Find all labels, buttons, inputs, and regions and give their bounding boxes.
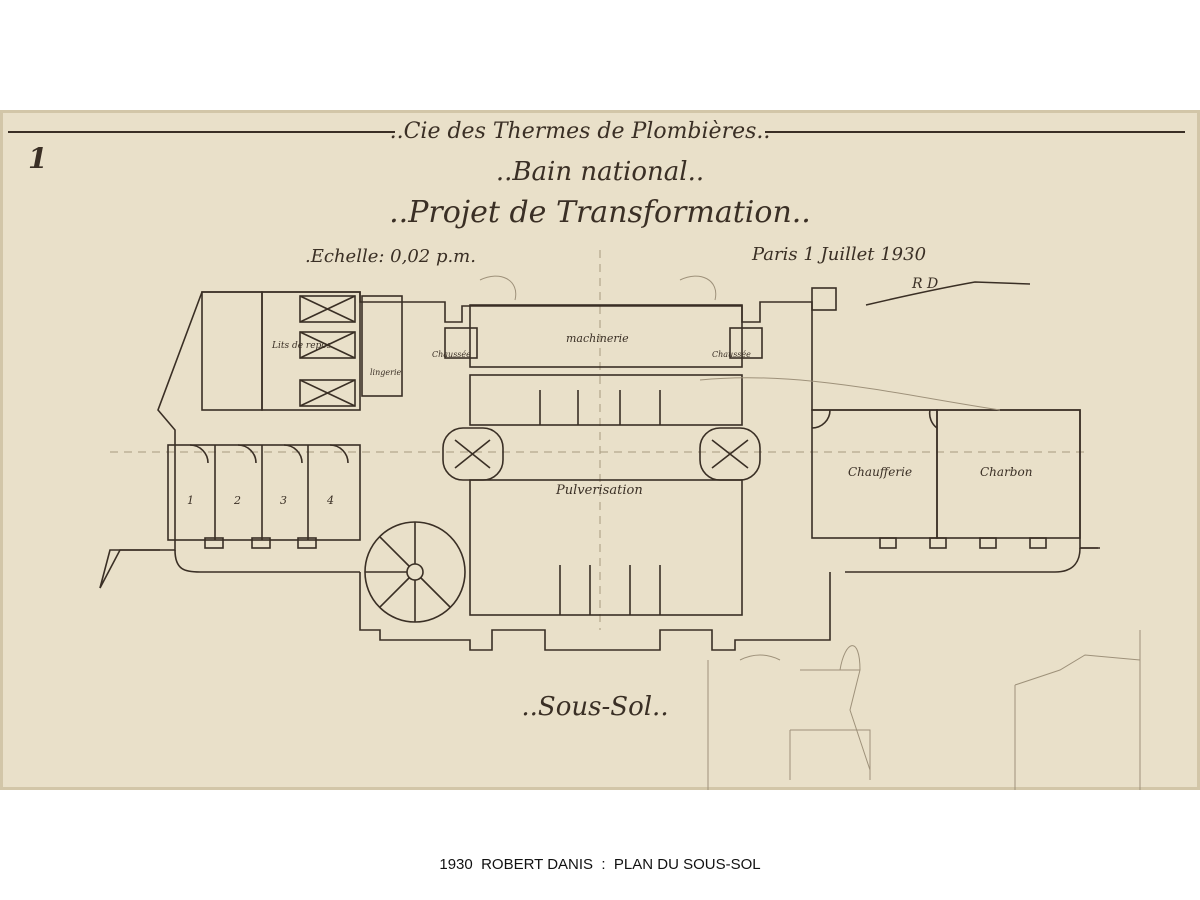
upper-cabin-partitions [539,390,661,425]
box-upper-3 [299,379,356,407]
pillar-6 [979,537,997,549]
label-cabin-2: 2 [233,494,241,507]
cabin-doors [189,444,349,464]
label-pulverisation: Pulverisation [555,483,643,498]
pillar-2 [251,537,271,549]
label-chaussee-left: Chaussée [432,350,471,359]
label-machinerie: machinerie [566,332,629,345]
project-title: ..Projet de Transformation.. [389,195,811,230]
blueprint-sheet: 1 ..Cie des Thermes de Plombières.. ..Ba… [0,110,1200,790]
label-lingerie: lingerie [370,368,402,377]
label-lits-repos: Lits de repos [271,341,332,351]
cabin-partitions [214,445,309,540]
sketch-heads [479,275,717,301]
scale-label: .Echelle: 0,02 p.m. [305,246,476,267]
signature-flourish [865,281,1031,306]
caption-author: ROBERT DANIS [481,856,594,873]
pencil-line-1 [699,377,1001,411]
stair-left [442,427,504,481]
pillar-5 [929,537,947,549]
label-chaussee-right: Chaussée [712,350,751,359]
label-cabin-1: 1 [187,494,194,507]
room-pulverisation [469,479,743,616]
plan-walls [99,287,1100,651]
caption-title: PLAN DU SOUS-SOL [613,856,761,873]
spiral-stair-treads [365,522,451,622]
label-cabin-4: 4 [326,494,334,507]
wall-corridor-left [174,549,360,573]
sketch-machine [1014,630,1141,790]
pillar-3 [297,537,317,549]
signature-text: R D [911,276,938,292]
floor-plan-drawing: 1 ..Cie des Thermes de Plombières.. ..Ba… [0,110,1200,790]
room-cabins-block [167,444,361,541]
pillar-4 [879,537,897,549]
chaussee-left-box [444,327,478,359]
room-charbon [936,409,1081,539]
wall-corridor-right [845,547,1081,573]
pillar-7 [1029,537,1047,549]
building-name: ..Bain national.. [496,157,704,187]
slide-caption: 1930 ROBERT DANIS : PLAN DU SOUS-SOL [0,856,1200,873]
room-machinerie [469,304,743,368]
chaussee-right-box [729,327,763,359]
wall-outline-top [99,291,1098,589]
caption-year: 1930 [439,856,473,873]
label-chaufferie: Chaufferie [848,465,912,479]
crossed-boxes [299,295,356,407]
sketch-furniture [707,654,781,790]
floor-label: ..Sous-Sol.. [521,692,668,722]
pillar-1 [204,537,224,549]
box-upper-2 [299,331,356,359]
room-lingerie [361,295,403,397]
room-upper-cabins [469,374,743,426]
room-cabins-upper [261,291,361,411]
sketch-seated-figure [789,645,871,780]
right-wing-doors [811,409,938,429]
stair-right [699,427,761,481]
label-cabin-3: 3 [280,494,287,507]
box-upper-1 [299,295,356,323]
lower-cabin-partitions [559,565,661,615]
plate-number: 1 [28,142,47,175]
stair-marks [454,439,749,469]
date-label: Paris 1 Juillet 1930 [751,244,926,265]
pencil-sketches [479,275,1141,790]
right-small-box [811,287,837,311]
label-charbon: Charbon [980,465,1032,479]
ground-left [99,549,160,589]
wall-central-bottom [359,572,831,651]
caption-separator: : [601,856,606,873]
company-name: ..Cie des Thermes de Plombières.. [390,119,771,144]
